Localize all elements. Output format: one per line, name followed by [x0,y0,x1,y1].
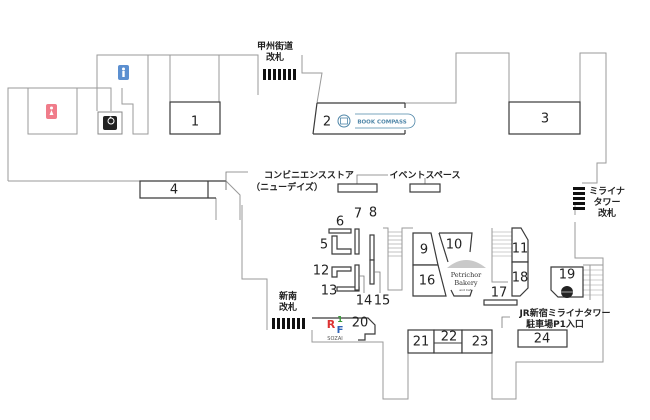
convenience-store-label-1: コンビニエンスストア [264,169,354,181]
shop-number: 6 [336,215,344,230]
shop-number: 8 [369,206,377,221]
shop-6[interactable]: 6 [328,215,352,234]
accessible-restroom-icon [97,111,123,135]
stairs-east [583,264,603,300]
shop-1[interactable]: 1 [169,101,221,135]
male-restroom-icon [118,65,129,80]
shop-number: 5 [320,238,328,253]
shop-number: 7 [354,207,362,222]
shop-24[interactable]: 24 [517,329,568,348]
shop-number: 22 [441,330,458,345]
shop-19-logo-icon [561,286,573,298]
shop-number: 12 [313,264,330,279]
shop-number: 20 [352,316,369,331]
shop-number: 13 [321,284,338,299]
shop-3[interactable]: 3 [508,101,581,135]
ticket-gate-icon [263,69,296,80]
shinminami-gate-label-2: 改札 [279,301,297,313]
shop-4[interactable]: 4 [139,180,226,199]
ticket-gate-icon [573,187,585,210]
shop-18[interactable]: 18 [511,261,529,297]
shop-14[interactable]: 14 [354,264,373,309]
parking-entrance-label-2: 駐車場P1入口 [526,318,584,330]
koshu-gate-label-2: 改札 [266,51,284,63]
shop-number: 17 [491,286,508,301]
shop-2[interactable]: 2 BOOK COMPASS [312,102,416,135]
shop-7[interactable]: 7 [354,207,362,255]
shop-16[interactable]: 16 [412,264,447,297]
shop-number: 24 [534,332,551,347]
parking-entrance-label-1: JR新宿ミライナタワー [518,307,610,319]
svg-text:Bakery: Bakery [454,279,478,287]
shop-number: 14 [356,294,373,309]
shop-8[interactable]: 8 [369,206,377,261]
shop-number: 11 [512,242,529,257]
svg-text:F: F [337,325,344,336]
shop-15[interactable]: 15 [369,259,391,309]
svg-text:Petrichor: Petrichor [451,271,482,279]
miraina-gate-label-1: ミライナ [589,186,625,197]
shop-20[interactable]: R 1 F SOZAI 20 [312,315,376,342]
koshu-gate[interactable]: 甲州街道 改札 [257,40,296,80]
shop-13[interactable]: 13 [321,284,360,299]
shop-number: 3 [541,112,549,127]
shop-number: 23 [472,335,489,350]
shinminami-gate-label-1: 新南 [279,290,297,302]
shop-12[interactable]: 12 [313,264,352,279]
shop-22[interactable]: 22 [433,329,463,354]
miraina-gate-label-2: タワー [593,196,620,208]
ticket-gate-icon [272,318,305,329]
shop-number: 10 [446,238,463,253]
shop-21[interactable]: 21 [407,329,435,354]
shop-number: 9 [420,243,428,258]
shop-5[interactable]: 5 [320,235,352,255]
svg-text:SOZAI: SOZAI [327,336,342,342]
svg-text:1: 1 [337,315,343,324]
stairs-left [383,227,413,291]
miraina-gate[interactable]: ミライナ タワー 改札 [573,186,625,219]
stairs-right [491,228,512,283]
event-space-area[interactable] [409,183,441,193]
shop-number: 16 [419,274,436,289]
shop-number: 18 [512,271,529,286]
svg-text:and Cafe: and Cafe [459,288,473,292]
shop-number: 21 [413,335,430,350]
shop-number: 19 [559,268,576,283]
shop-number: 15 [374,294,391,309]
book-compass-logo: BOOK COMPASS [357,120,406,126]
shop-10[interactable]: 10 Petrichor Bakery and Cafe [438,232,486,297]
koshu-gate-label-1: 甲州街道 [257,40,293,52]
event-space-area[interactable] [337,183,378,193]
female-restroom-icon [46,104,57,119]
shop-number: 4 [170,183,178,198]
rf1-logo: R 1 F SOZAI [327,315,344,342]
shop-number: 2 [323,115,331,130]
convenience-store-label-2: （ニューデイズ） [251,181,323,193]
petrichor-bakery-logo: Petrichor Bakery and Cafe [447,260,486,292]
event-space-label: イベントスペース [390,170,461,181]
book-icon [337,114,351,128]
shop-11[interactable]: 11 [511,227,529,263]
miraina-gate-label-3: 改札 [598,207,616,219]
shop-19[interactable]: 19 [550,266,584,298]
shop-23[interactable]: 23 [461,329,493,354]
svg-text:R: R [327,318,336,331]
shinminami-gate[interactable]: 新南 改札 [272,290,305,329]
shop-number: 1 [191,115,199,130]
shop-17[interactable]: 17 [483,286,518,306]
shop-9[interactable]: 9 [412,232,439,266]
